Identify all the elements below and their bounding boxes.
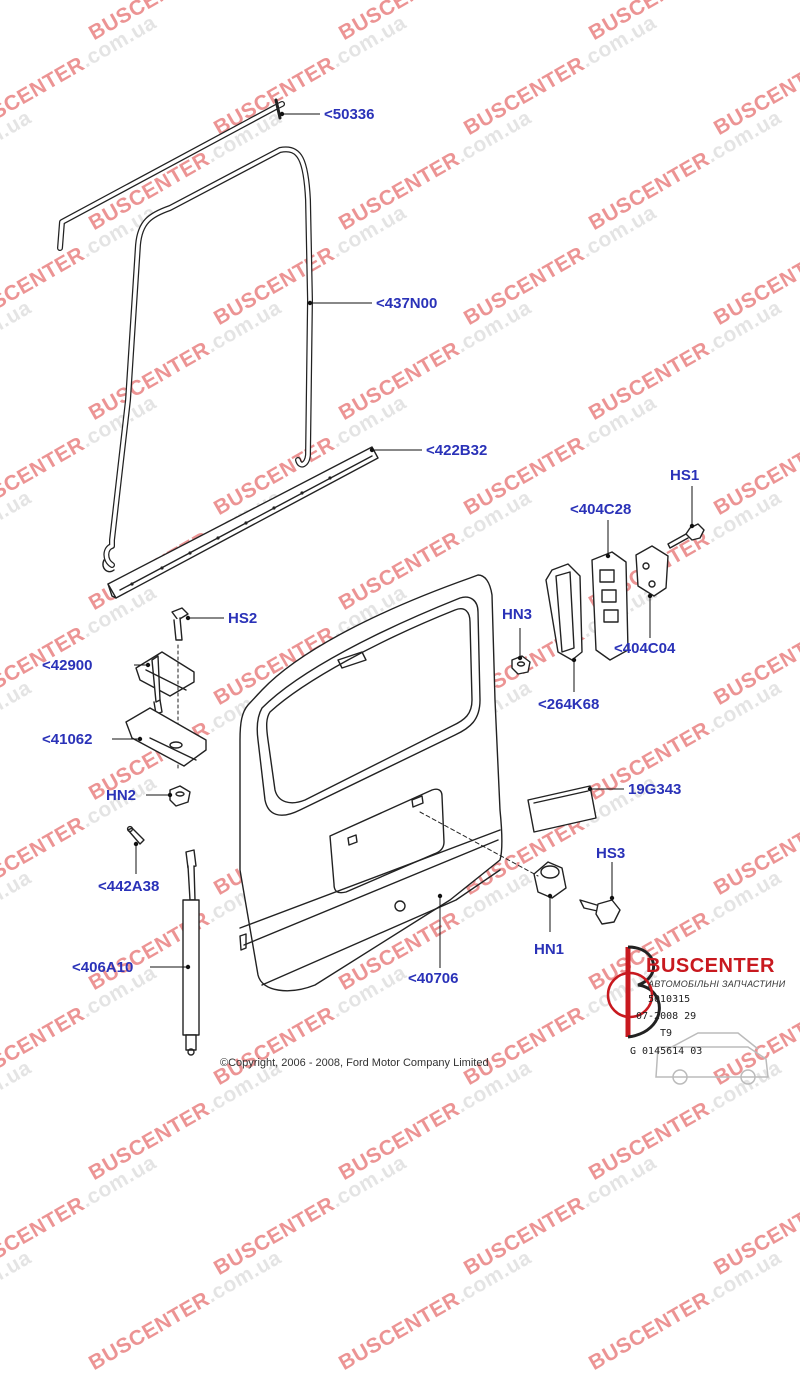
- label-404C04[interactable]: <404C04: [614, 640, 676, 657]
- label-HN3[interactable]: HN3: [502, 606, 533, 623]
- part-404C04-latch: [635, 545, 669, 597]
- part-41062-lower-hinge: [125, 707, 207, 767]
- label-406A10[interactable]: <406A10: [72, 959, 134, 976]
- watermark-text: BUSCENTER.com.ua: [0, 1245, 36, 1308]
- buscenter-logo: BUSCENTER АВТОМОБІЛЬНІ ЗАПЧАСТИНИ: [598, 937, 788, 1087]
- logo-tagline: АВТОМОБІЛЬНІ ЗАПЧАСТИНИ: [648, 979, 786, 989]
- watermark-text: BUSCENTER.com.ua: [210, 1150, 411, 1280]
- meta-date: 07-2008 29: [636, 1011, 697, 1022]
- label-264K68[interactable]: <264K68: [538, 696, 600, 713]
- watermark-text: BUSCENTER.com.ua: [335, 1245, 536, 1375]
- parts-diagram: [57, 98, 705, 1056]
- part-HN1-bump-stop: [533, 861, 567, 899]
- logo-name: BUSCENTER: [646, 955, 775, 977]
- part-HN2-nut: [169, 785, 191, 807]
- watermark-text: BUSCENTER.com.ua: [710, 1192, 800, 1280]
- part-19G343-trim: [527, 785, 597, 833]
- part-HS2-bolt: [171, 607, 189, 769]
- label-HS2[interactable]: HS2: [228, 610, 258, 627]
- part-442A38-pin: [126, 825, 145, 845]
- label-41062[interactable]: <41062: [42, 731, 93, 748]
- copyright-text: ©Copyright, 2006 - 2008, Ford Motor Comp…: [220, 1057, 489, 1069]
- label-40706[interactable]: <40706: [408, 970, 459, 987]
- watermark-text: BUSCENTER.com.ua: [585, 1245, 786, 1375]
- part-264K68-bracket: [545, 563, 583, 661]
- label-HS3[interactable]: HS3: [596, 845, 626, 862]
- part-42900-upper-hinge: [135, 651, 195, 715]
- part-422B32-channel: [107, 446, 379, 599]
- meta-code: 5010315: [648, 994, 691, 1005]
- logo-emblem-icon: [606, 945, 769, 1085]
- part-40706-rear-door: [239, 574, 503, 992]
- label-HN2[interactable]: HN2: [106, 787, 137, 804]
- label-HS1[interactable]: HS1: [670, 467, 700, 484]
- watermark-text: BUSCENTER.com.ua: [460, 1150, 661, 1280]
- part-404C28-lock: [591, 551, 629, 661]
- label-422B32[interactable]: <422B32: [426, 442, 488, 459]
- label-404C28[interactable]: <404C28: [570, 501, 632, 518]
- part-437N00-glass-seal: [102, 146, 313, 573]
- leader-lines: [112, 113, 693, 968]
- part-HN3-nut: [511, 655, 531, 675]
- label-50336[interactable]: <50336: [324, 106, 375, 123]
- part-50336-seal-strip: [57, 98, 285, 251]
- label-442A38[interactable]: <442A38: [98, 878, 160, 895]
- leader-dots: [133, 111, 695, 970]
- label-437N00[interactable]: <437N00: [376, 295, 438, 312]
- meta-model: T9: [660, 1028, 673, 1039]
- meta-ref: G 0145614 03: [630, 1046, 703, 1057]
- label-HN1[interactable]: HN1: [534, 941, 565, 958]
- part-406A10-gas-strut: [182, 849, 200, 1056]
- watermark-text: BUSCENTER.com.ua: [0, 1150, 161, 1280]
- part-HS1-screw: [667, 523, 705, 549]
- watermark-text: BUSCENTER.com.ua: [85, 1245, 286, 1375]
- label-42900[interactable]: <42900: [42, 657, 93, 674]
- label-19G343[interactable]: 19G343: [628, 781, 682, 798]
